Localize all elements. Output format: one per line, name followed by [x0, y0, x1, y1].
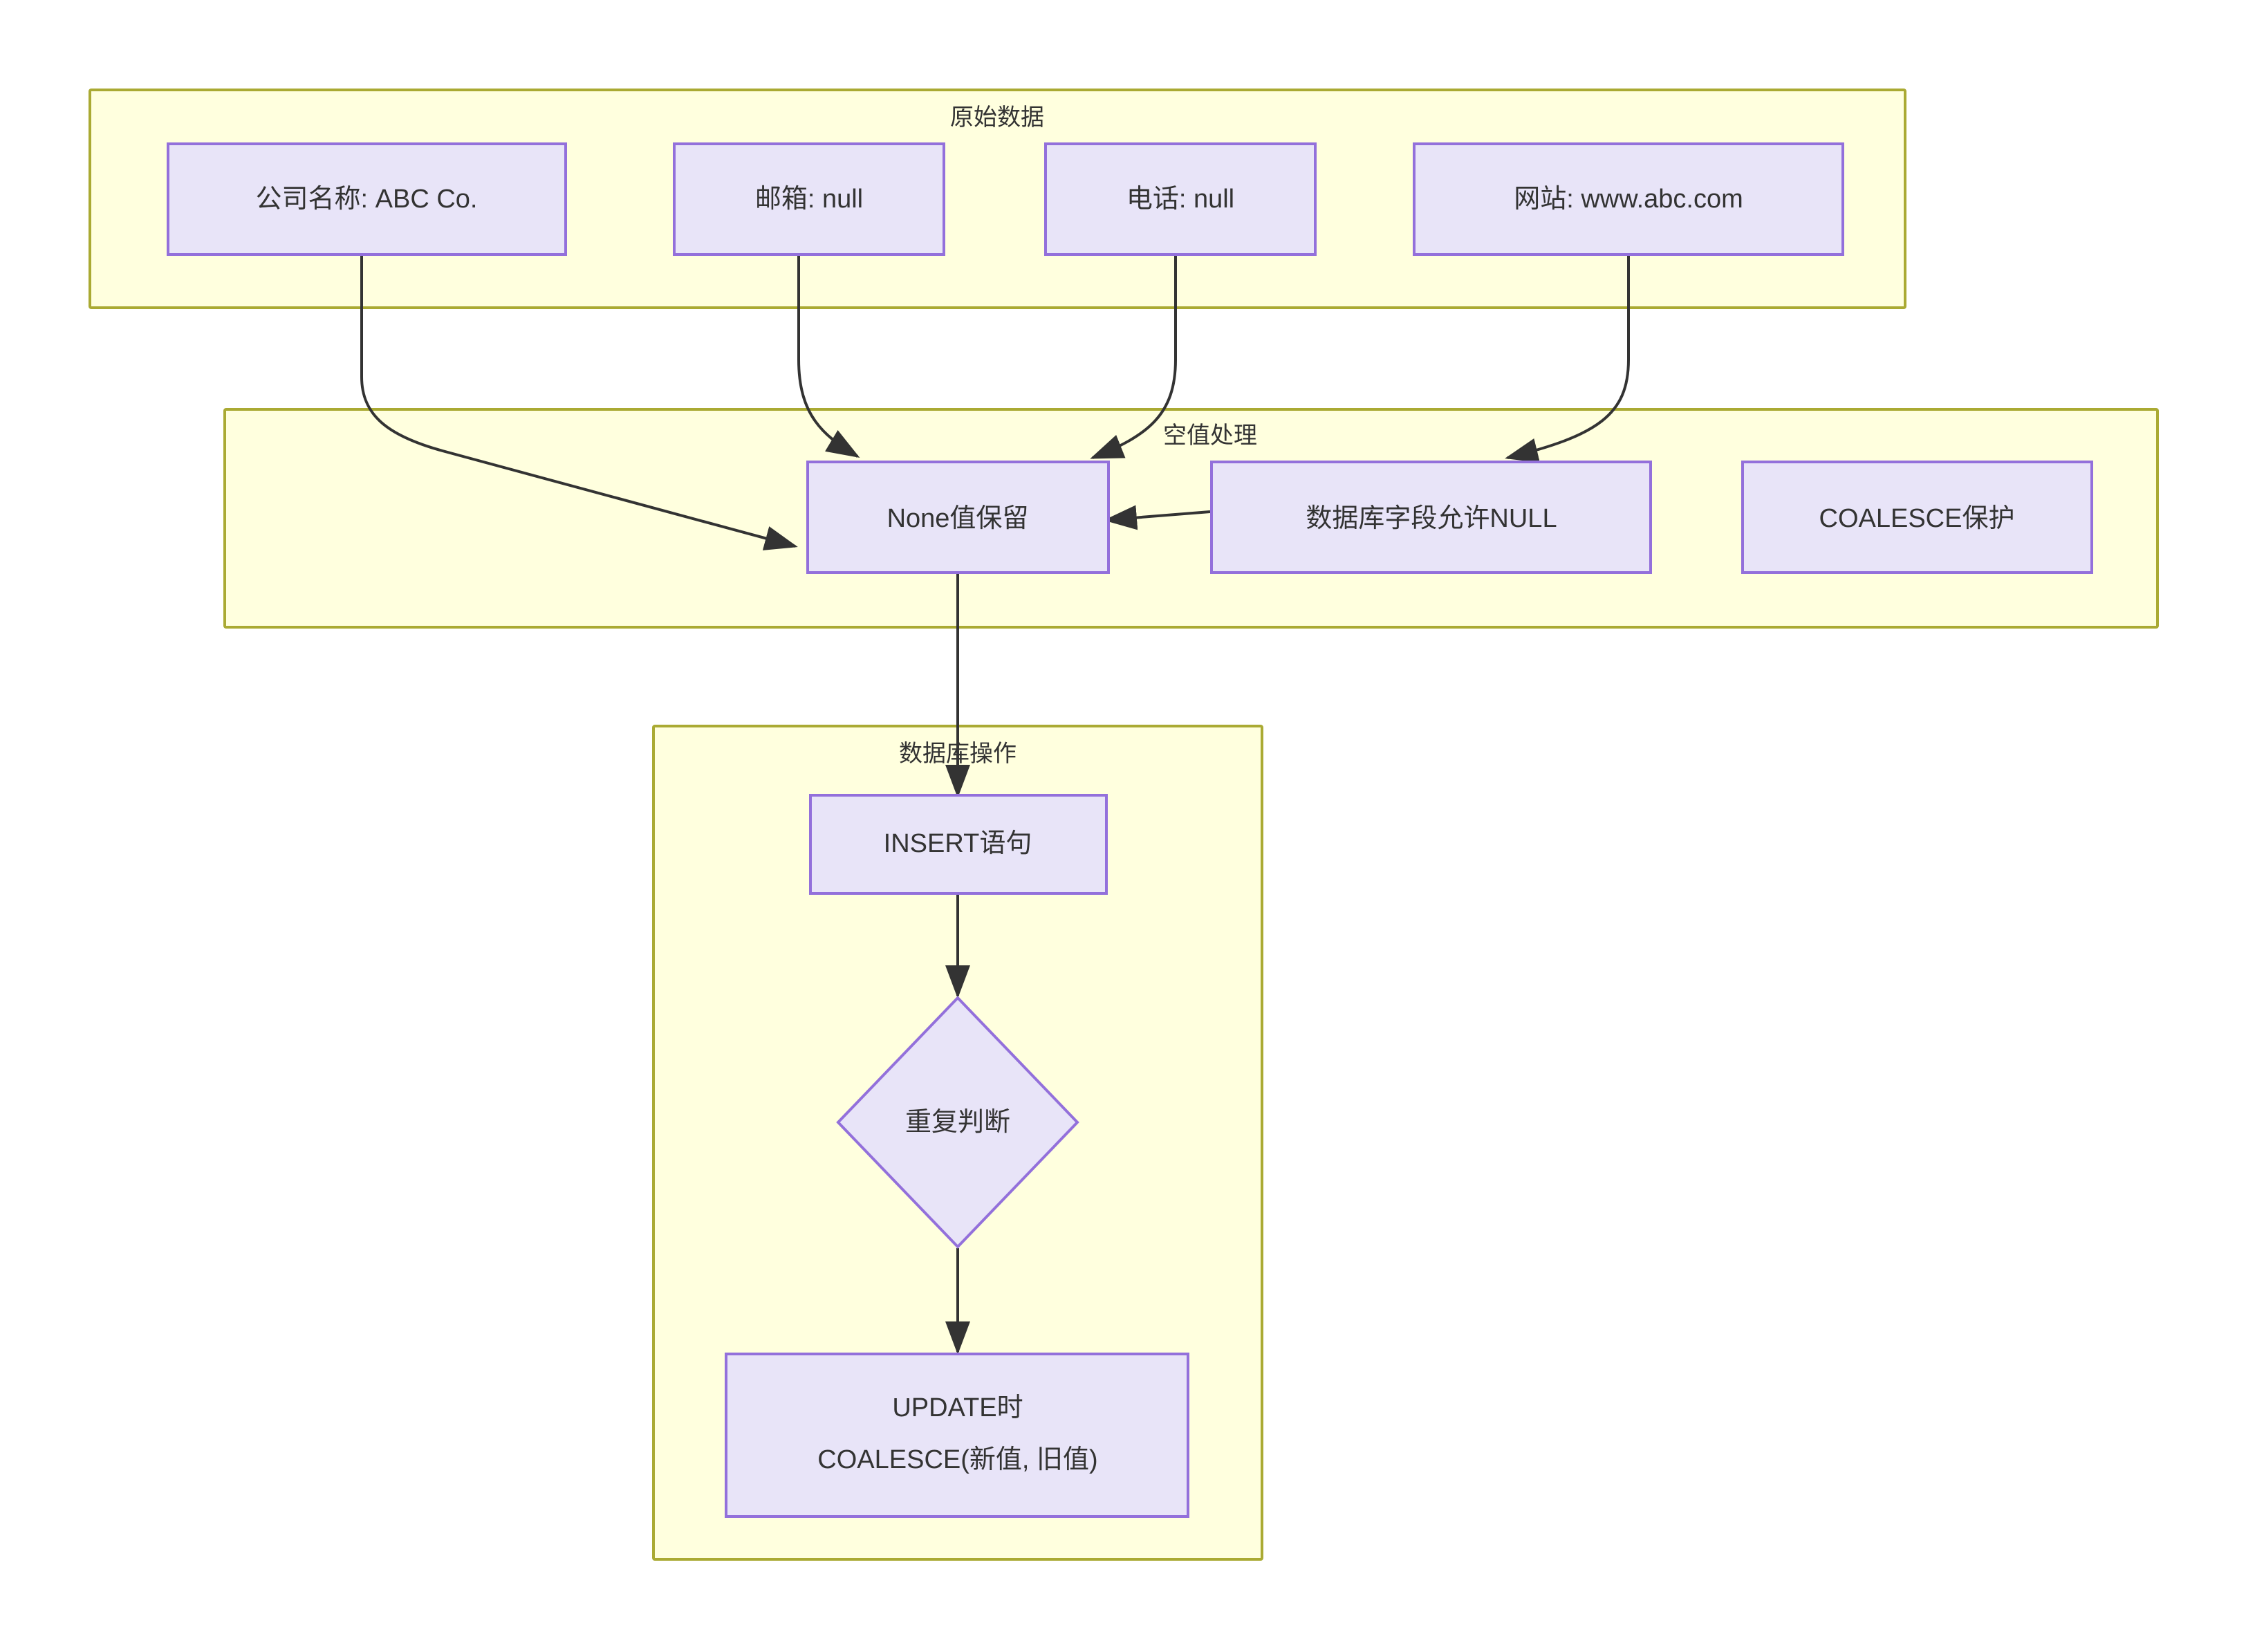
node-phone-box[interactable]: [1044, 142, 1317, 256]
node-update-coalesce[interactable]: UPDATE时 COALESCE(新值, 旧值): [725, 1353, 1189, 1518]
edge-company-to-none-keep: [360, 254, 798, 550]
node-company[interactable]: 公司名称: ABC Co.: [167, 142, 567, 256]
node-email-label: 邮箱: null: [755, 185, 863, 214]
node-dup-check-shape[interactable]: [836, 996, 1079, 1249]
node-update-coalesce-label-line2: COALESCE(新值, 旧值): [817, 1445, 1097, 1474]
cluster-null-handling: 空值处理: [223, 408, 2159, 629]
node-company-label: 公司名称: ABC Co.: [256, 185, 478, 214]
edge-phone-to-none-keep: [1090, 254, 1177, 459]
node-website-box[interactable]: [1413, 142, 1844, 256]
node-insert-stmt-label: INSERT语句: [884, 829, 1032, 858]
node-update-coalesce-box[interactable]: [725, 1353, 1189, 1518]
node-coalesce-guard-box[interactable]: [1741, 461, 2093, 574]
node-update-coalesce-label-line1: UPDATE时: [892, 1393, 1023, 1422]
node-dup-check-label: 重复判断: [905, 1108, 1010, 1137]
node-website[interactable]: 网站: www.abc.com: [1413, 142, 1844, 256]
edge-allow-null-to-none-keep: [1104, 505, 1211, 530]
node-allow-null[interactable]: 数据库字段允许NULL: [1210, 461, 1652, 574]
node-insert-stmt[interactable]: INSERT语句: [809, 794, 1108, 895]
node-none-keep-label: None值保留: [887, 504, 1029, 533]
node-phone-label: 电话: null: [1126, 185, 1234, 214]
edge-layer: [360, 254, 1630, 1355]
node-dup-check[interactable]: 重复判断: [836, 996, 1079, 1249]
node-allow-null-label: 数据库字段允许NULL: [1306, 504, 1557, 533]
node-email-box[interactable]: [673, 142, 945, 256]
cluster-null-handling-box: [223, 408, 2159, 629]
node-allow-null-box[interactable]: [1210, 461, 1652, 574]
edge-email-to-none-keep: [797, 254, 860, 458]
cluster-raw-data-label: 原始数据: [950, 104, 1044, 131]
node-phone[interactable]: 电话: null: [1044, 142, 1317, 256]
node-company-box[interactable]: [167, 142, 567, 256]
node-none-keep-box[interactable]: [806, 461, 1110, 574]
node-coalesce-guard-label: COALESCE保护: [1819, 504, 2015, 533]
node-website-label: 网站: www.abc.com: [1514, 185, 1743, 214]
node-none-keep[interactable]: None值保留: [806, 461, 1110, 574]
edge-website-to-allow-null: [1505, 254, 1630, 463]
cluster-null-handling-label: 空值处理: [1163, 423, 1257, 449]
node-email[interactable]: 邮箱: null: [673, 142, 945, 256]
node-insert-stmt-box[interactable]: [809, 794, 1108, 895]
node-coalesce-guard[interactable]: COALESCE保护: [1741, 461, 2093, 574]
